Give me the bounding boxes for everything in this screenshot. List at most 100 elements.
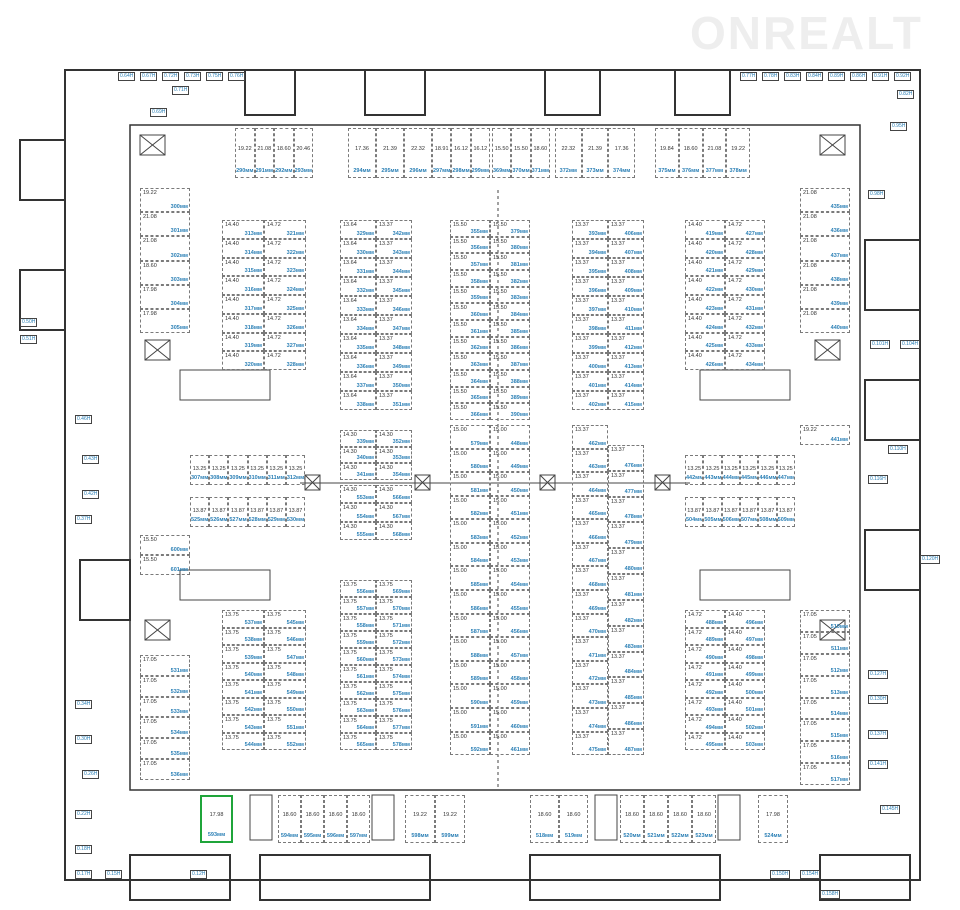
storage-room[interactable]: 0.101Н [870,340,891,349]
storage-room[interactable]: 0.89Н [828,72,846,81]
storage-room[interactable]: 0.141Н [868,760,889,769]
storage-room[interactable]: 0.75Н [206,72,224,81]
storage-room[interactable]: 0.86Н [850,72,868,81]
storage-room[interactable]: 0.98Н [868,190,886,199]
storage-room[interactable]: 0.17Н [75,870,93,879]
storage-room[interactable]: 0.43Н [82,455,100,464]
storage-room[interactable]: 0.12Н [190,870,208,879]
storage-room[interactable]: 0.67Н [140,72,158,81]
storage-room[interactable]: 0.78Н [762,72,780,81]
storage-room[interactable]: 0.95Н [890,122,908,131]
